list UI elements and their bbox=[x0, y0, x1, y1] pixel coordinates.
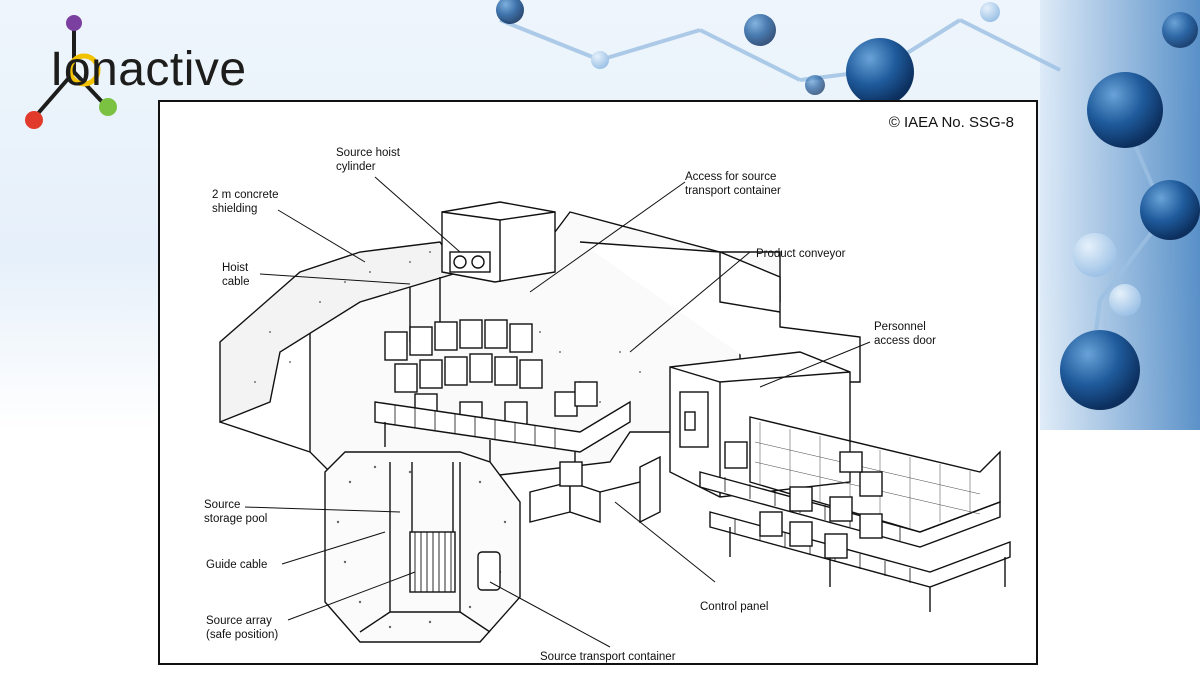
molecule-background bbox=[496, 0, 1200, 430]
label-hoist-cable: Hoist cable bbox=[222, 262, 250, 288]
label-source-transport-container: Source transport container bbox=[540, 651, 676, 663]
label-source-storage-pool: Source storage pool bbox=[204, 499, 268, 525]
irradiator-drawing bbox=[219, 176, 1011, 648]
copyright-notice: © IAEA No. SSG-8 bbox=[888, 114, 1014, 131]
ionactive-logo: Ionactive bbox=[20, 10, 290, 140]
irradiator-diagram: © IAEA No. SSG-8 Source hoist cylinder 2… bbox=[158, 100, 1038, 665]
label-guide-cable: Guide cable bbox=[206, 559, 268, 571]
label-source-array: Source array (safe position) bbox=[206, 615, 279, 641]
label-control-panel: Control panel bbox=[700, 601, 769, 613]
label-access-transport-container: Access for source transport container bbox=[685, 171, 781, 197]
logo-wordmark: Ionactive bbox=[50, 43, 247, 96]
label-source-hoist-cylinder: Source hoist cylinder bbox=[336, 147, 400, 173]
label-personnel-access-door: Personnel access door bbox=[874, 321, 937, 347]
logo-molecule-mark bbox=[25, 15, 117, 129]
label-product-conveyor: Product conveyor bbox=[756, 248, 846, 260]
label-concrete-shielding: 2 m concrete shielding bbox=[212, 189, 279, 215]
